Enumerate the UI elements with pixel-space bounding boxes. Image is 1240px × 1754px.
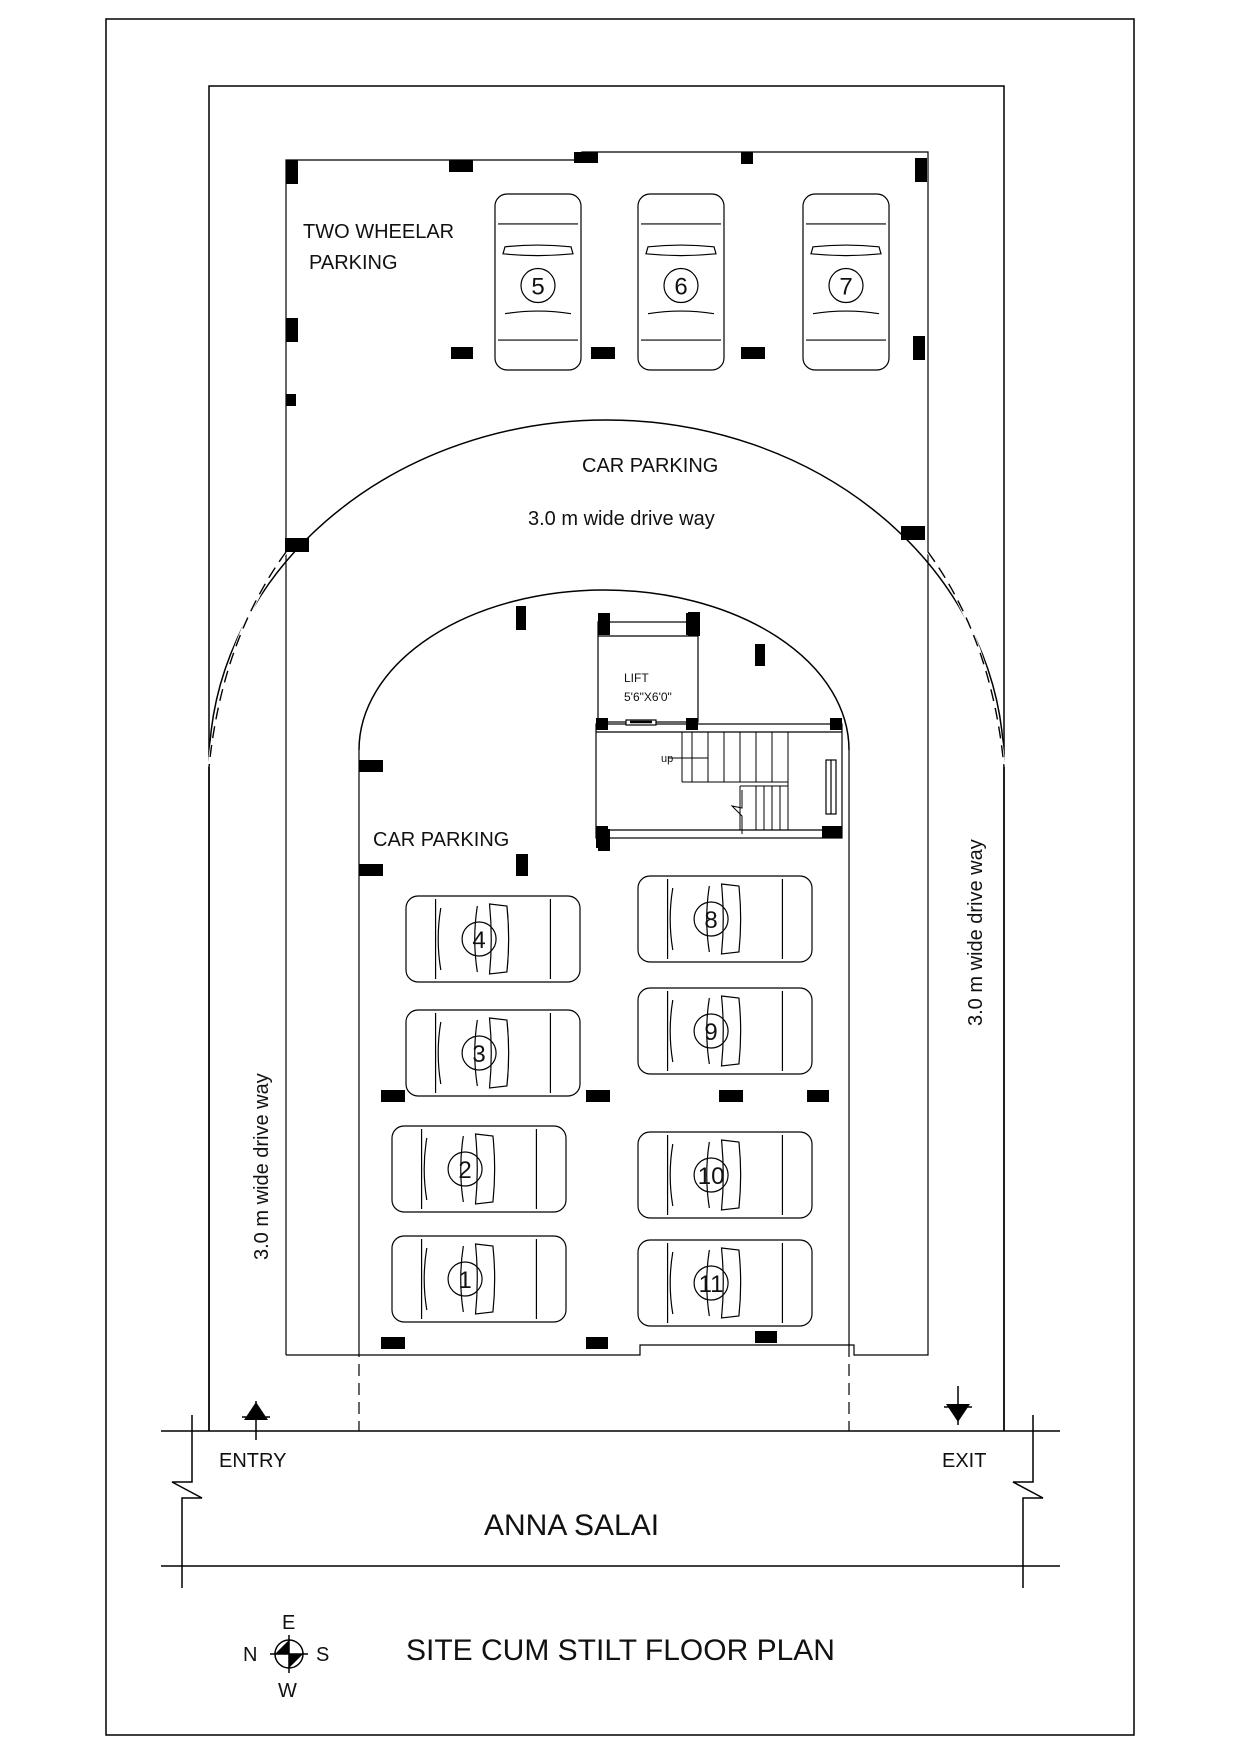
- road-name: ANNA SALAI: [484, 1509, 659, 1542]
- driveway-outer-arc-dashed-right-line: [927, 551, 1005, 768]
- driveway-outer-arc-dashed-right: [926, 551, 1006, 768]
- car-number: 11: [699, 1271, 724, 1298]
- driveway-top-label: 3.0 m wide drive way: [528, 508, 715, 530]
- two-wheeler-label-line1: TWO WHEELAR: [303, 221, 454, 243]
- car-number: 1: [458, 1267, 471, 1294]
- site-boundary: [208, 85, 1005, 1431]
- exit-label: EXIT: [942, 1450, 986, 1472]
- car-number: 7: [839, 274, 852, 301]
- entry-label: ENTRY: [219, 1450, 286, 1472]
- car-slot-2: 2: [391, 1125, 567, 1213]
- columns: [285, 152, 927, 1349]
- car-parking-mid-label: CAR PARKING: [373, 829, 509, 851]
- driveway-right-label: 3.0 m wide drive way: [965, 839, 987, 1026]
- car-number: 4: [472, 927, 485, 954]
- core-columns: [596, 613, 842, 848]
- building-outline: [285, 151, 929, 1356]
- road-break-left: [171, 1415, 203, 1588]
- car-slot-6: 6: [637, 193, 725, 371]
- car-number: 3: [472, 1041, 485, 1068]
- stair-up-label: up: [661, 753, 673, 765]
- lift-stair-core: [595, 621, 843, 839]
- car-slot-9: 9: [637, 987, 813, 1075]
- car-number: 10: [698, 1163, 725, 1190]
- car-slot-5: 5: [494, 193, 582, 371]
- two-wheeler-label-line2: PARKING: [309, 252, 398, 274]
- car-slot-4: 4: [405, 895, 581, 983]
- car-number: 5: [531, 274, 544, 301]
- lift-label: LIFT: [624, 671, 649, 685]
- exit-arrow-icon: [944, 1386, 972, 1425]
- road: [161, 1415, 1060, 1588]
- driveway-inner-arc: [358, 589, 850, 751]
- drawing-title: SITE CUM STILT FLOOR PLAN: [406, 1634, 835, 1667]
- driveway-outer-arc-dashed-left: [207, 551, 288, 768]
- cars-layer: 1 2 3 4 5 6 7 8 9 10 11: [391, 193, 890, 1327]
- driveway-outer-arc-dashed-left-line: [208, 551, 287, 768]
- compass-w: W: [278, 1680, 297, 1702]
- car-number: 8: [704, 907, 717, 934]
- car-parking-top-label: CAR PARKING: [582, 455, 718, 477]
- compass-icon: [270, 1635, 308, 1673]
- entry-arrow-icon: [242, 1401, 270, 1440]
- car-number: 2: [458, 1157, 471, 1184]
- sheet-border: [105, 18, 1135, 1736]
- road-break-right: [1012, 1415, 1044, 1588]
- stair-treads: [681, 732, 789, 830]
- car-slot-3: 3: [405, 1009, 581, 1097]
- stair-break-line: [730, 790, 743, 834]
- driveway-left-label: 3.0 m wide drive way: [251, 1073, 273, 1260]
- car-slot-7: 7: [802, 193, 890, 371]
- car-slot-8: 8: [637, 875, 813, 963]
- car-slot-11: 11: [637, 1239, 813, 1327]
- car-number: 6: [674, 274, 687, 301]
- car-slot-1: 1: [391, 1235, 567, 1323]
- compass-s: S: [316, 1644, 329, 1666]
- car-number: 9: [704, 1019, 717, 1046]
- lift-size-label: 5'6"X6'0": [624, 690, 672, 704]
- compass-n: N: [243, 1644, 257, 1666]
- car-slot-10: 10: [637, 1131, 813, 1219]
- stair-block: [595, 723, 843, 839]
- compass-e: E: [282, 1612, 295, 1634]
